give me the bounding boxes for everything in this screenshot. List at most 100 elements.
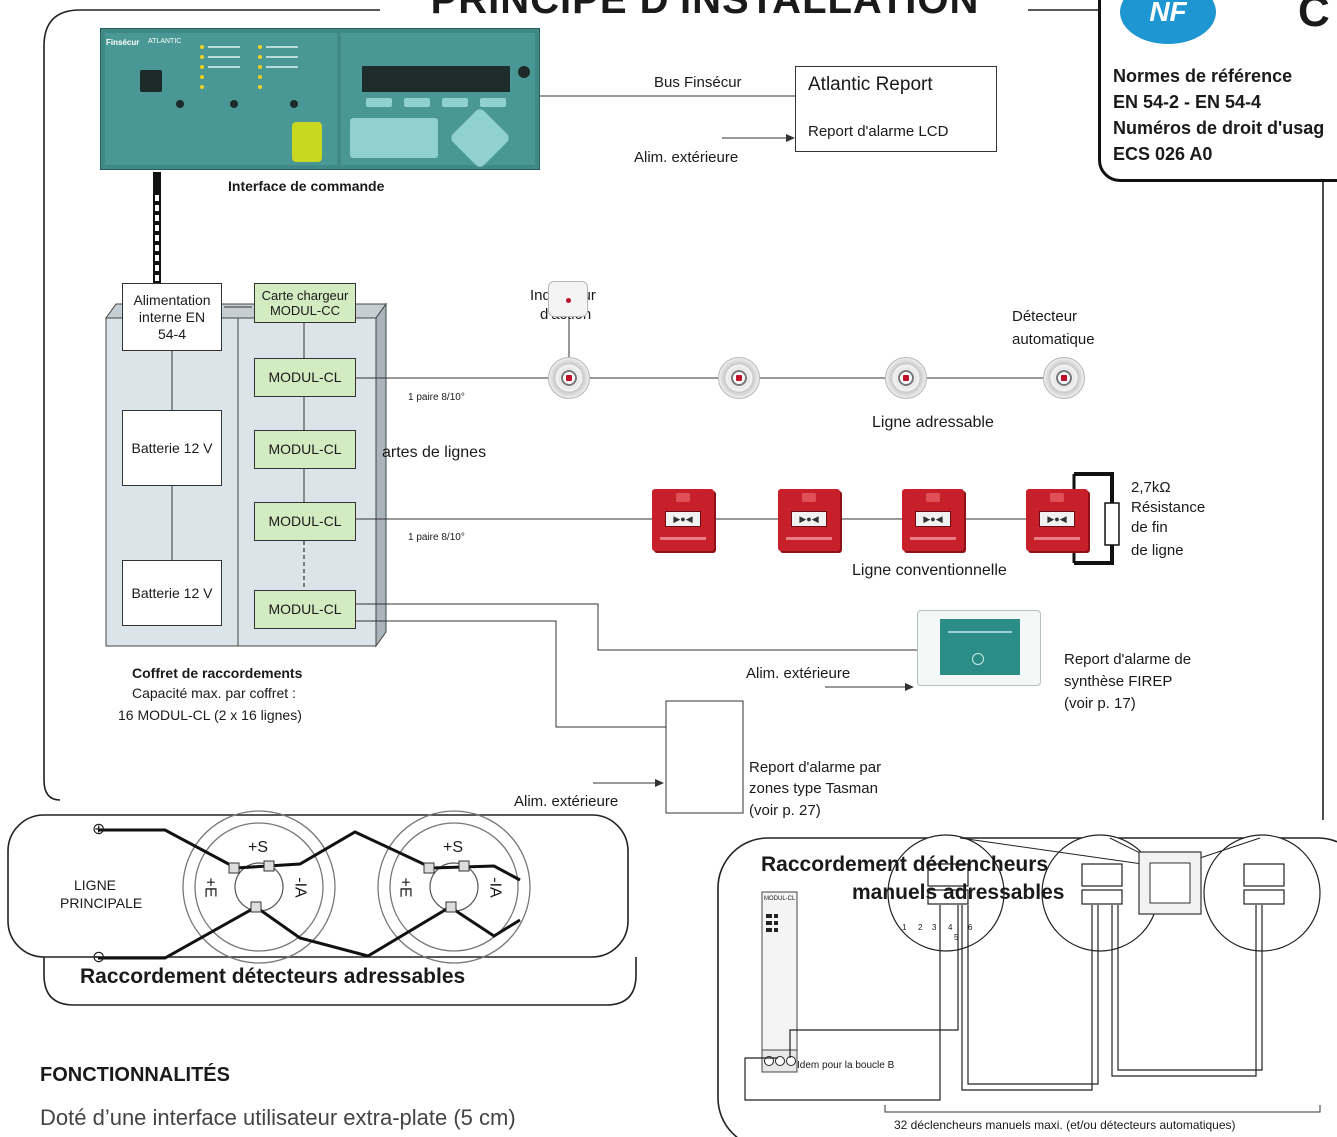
nf-sticker-icon xyxy=(292,122,322,162)
panel-led-label xyxy=(266,56,298,58)
cabinet-caption-title: Coffret de raccordements xyxy=(132,665,303,681)
callpoint-title-1: Raccordement déclencheurs xyxy=(761,853,1049,876)
main-line-label-2: PRINCIPALE xyxy=(60,895,143,911)
battery-box-2: Batterie 12 V xyxy=(122,560,222,626)
firep-device-icon xyxy=(917,610,1041,686)
detector-icon xyxy=(718,357,760,399)
modul-cl-3: MODUL-CL xyxy=(254,502,356,541)
tasman-alim-label: Alim. extérieure xyxy=(514,793,619,810)
panel-function-key[interactable] xyxy=(442,98,468,107)
charger-card: Carte chargeur MODUL-CC xyxy=(254,283,356,323)
main-line-label-1: LIGNE xyxy=(74,877,117,893)
panel-led-label xyxy=(208,66,240,68)
panel-test-area xyxy=(350,118,438,158)
panel-button[interactable] xyxy=(230,100,238,108)
detector-label-2: automatique xyxy=(1012,331,1095,348)
terminal-number: 4 xyxy=(948,923,953,932)
atlantic-report-subtitle: Report d'alarme LCD xyxy=(808,123,949,140)
firep-label-1: Report d'alarme de xyxy=(1064,651,1192,668)
terminal-a-label: -IA xyxy=(291,877,309,898)
panel-button[interactable] xyxy=(176,100,184,108)
detector-icon xyxy=(1043,357,1085,399)
bus-label: Bus Finsécur xyxy=(654,74,742,91)
conventional-cable-label: 1 paire 8/10° xyxy=(408,532,465,543)
detector-icon xyxy=(885,357,927,399)
conventional-line-label: Ligne conventionnelle xyxy=(852,562,1007,579)
panel-led-label xyxy=(208,56,240,58)
terminal-number: 6 xyxy=(968,923,973,932)
cabinet-caption-line-1: Capacité max. par coffret : xyxy=(132,685,296,701)
standards-line-3: Numéros de droit d'usag xyxy=(1113,118,1325,138)
cabinet-caption-line-2: 16 MODUL-CL (2 x 16 lignes) xyxy=(118,707,302,723)
modul-cl-4: MODUL-CL xyxy=(254,590,356,629)
manual-call-point-icon: ▶●◀ xyxy=(652,489,714,551)
terminal-e-label: +E xyxy=(396,877,414,898)
manual-call-point-icon: ▶●◀ xyxy=(778,489,840,551)
standards-line-4: ECS 026 A0 xyxy=(1113,144,1213,164)
panel-led-label xyxy=(266,46,298,48)
panel-brand: Finsécur xyxy=(106,38,140,47)
panel-lcd-display xyxy=(362,66,510,92)
resistor-label-2: de fin xyxy=(1131,519,1168,536)
addressable-line-label: Ligne adressable xyxy=(872,414,994,431)
atlantic-report-title: Atlantic Report xyxy=(808,74,933,95)
modul-cl-1: MODUL-CL xyxy=(254,358,356,397)
firep-alim-label: Alim. extérieure xyxy=(746,665,851,682)
panel-button[interactable] xyxy=(290,100,298,108)
terminal-number: 1 xyxy=(902,923,907,932)
action-indicator-icon xyxy=(548,281,588,317)
panel-led xyxy=(258,45,262,49)
detector-icon xyxy=(548,357,590,399)
callpoint-title-2: manuels adressables xyxy=(852,881,1065,904)
addressable-cable-label: 1 paire 8/10° xyxy=(408,392,465,403)
terminal-s-label: +S xyxy=(443,839,464,856)
terminal-a-label: -IA xyxy=(486,877,504,898)
resistor-label-3: de ligne xyxy=(1131,542,1184,559)
panel-led xyxy=(200,45,204,49)
firep-label-2: synthèse FIREP xyxy=(1064,673,1173,690)
panel-led xyxy=(258,55,262,59)
callpoint-footer: 32 déclencheurs manuels maxi. (et/ou dét… xyxy=(894,1118,1236,1132)
line-cards-label: artes de lignes xyxy=(382,444,487,461)
plus-terminal-icon: ⊕ xyxy=(92,821,106,838)
tasman-label-1: Report d'alarme par xyxy=(749,759,882,776)
page-title: PRINCIPE D'INSTALLATION xyxy=(430,0,980,22)
panel-led xyxy=(200,55,204,59)
minus-terminal-icon: ⊖ xyxy=(92,949,106,966)
panel-led xyxy=(200,65,204,69)
standards-line-2: EN 54-2 - EN 54-4 xyxy=(1113,92,1262,112)
features-text: Doté d’une interface utilisateur extra-p… xyxy=(40,1105,516,1130)
panel-key-icon xyxy=(140,70,162,92)
ce-logo-icon: C xyxy=(1298,0,1330,36)
terminal-number: 3 xyxy=(932,923,937,932)
panel-function-key[interactable] xyxy=(366,98,392,107)
atlantic-alim-label: Alim. extérieure xyxy=(634,149,739,166)
panel-led xyxy=(258,85,262,89)
resistor-value: 2,7kΩ xyxy=(1131,479,1171,496)
terminal-e-label: +E xyxy=(201,877,219,898)
terminal-number: 2 xyxy=(918,923,923,932)
panel-round-button[interactable] xyxy=(518,66,530,78)
battery-box-1: Batterie 12 V xyxy=(122,410,222,486)
terminal-number: 5 xyxy=(954,933,959,942)
firep-label-3: (voir p. 17) xyxy=(1064,695,1136,712)
panel-led xyxy=(200,75,204,79)
din-module-label: MODUL-CL xyxy=(764,896,796,902)
panel-led xyxy=(258,65,262,69)
manual-call-point-icon: ▶●◀ xyxy=(902,489,964,551)
panel-brand-2: ATLANTIC xyxy=(148,38,182,45)
panel-led-label xyxy=(208,46,240,48)
panel-led-label xyxy=(266,66,298,68)
panel-function-key[interactable] xyxy=(480,98,506,107)
terminal-s-label: +S xyxy=(248,839,269,856)
modul-cl-2: MODUL-CL xyxy=(254,430,356,469)
manual-call-point-icon: ▶●◀ xyxy=(1026,489,1088,551)
panel-caption: Interface de commande xyxy=(228,178,385,194)
panel-led xyxy=(258,75,262,79)
nf-logo-text: NF xyxy=(1149,0,1187,27)
power-supply-box: Alimentation interne EN 54-4 xyxy=(122,283,222,351)
tasman-label-2: zones type Tasman xyxy=(749,780,878,797)
tasman-label-3: (voir p. 27) xyxy=(749,802,821,819)
panel-function-key[interactable] xyxy=(404,98,430,107)
atlantic-report-box xyxy=(795,66,997,152)
